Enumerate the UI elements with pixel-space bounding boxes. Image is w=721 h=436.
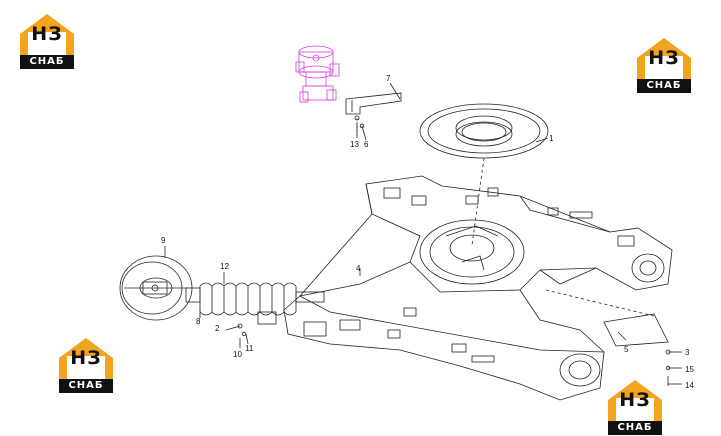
part-label-5[interactable]: 5 <box>624 345 629 354</box>
part-label-10[interactable]: 10 <box>233 350 242 359</box>
track-guard-part[interactable] <box>545 289 671 386</box>
part-label-8[interactable]: 8 <box>196 317 201 326</box>
logo-mark: НЗ <box>31 23 63 45</box>
swivel-joint-part[interactable] <box>295 45 340 103</box>
logo-caption: СНАБ <box>608 421 662 435</box>
logo-mark: НЗ <box>619 389 651 411</box>
logo-caption: СНАБ <box>20 55 74 69</box>
slewing-ring-part[interactable] <box>419 103 549 159</box>
part-label-13[interactable]: 13 <box>350 140 359 149</box>
part-label-6[interactable]: 6 <box>364 140 369 149</box>
part-label-4[interactable]: 4 <box>356 264 361 273</box>
logo-mark: НЗ <box>70 347 102 369</box>
logo-house-icon <box>20 14 74 56</box>
part-label-15[interactable]: 15 <box>685 365 694 374</box>
part-label-1[interactable]: 1 <box>549 134 554 143</box>
logo-house-icon <box>59 338 113 380</box>
track-frame-part[interactable] <box>283 175 673 401</box>
recoil-spring-part[interactable] <box>185 282 297 337</box>
part-label-2[interactable]: 2 <box>215 324 220 333</box>
part-label-7[interactable]: 7 <box>386 74 391 83</box>
leader-lines <box>164 82 682 385</box>
brand-logo-top-left: НЗ СНАБ <box>16 12 78 70</box>
part-number-labels: 1 2 3 4 5 6 7 8 9 10 11 12 13 14 15 <box>161 74 694 390</box>
bracket-part[interactable] <box>345 92 402 135</box>
part-label-14[interactable]: 14 <box>685 381 694 390</box>
part-label-11[interactable]: 11 <box>245 344 254 353</box>
logo-mark: НЗ <box>648 47 680 69</box>
brand-logo-bottom-right: НЗ СНАБ <box>604 378 666 436</box>
part-label-3[interactable]: 3 <box>685 348 690 357</box>
part-label-9[interactable]: 9 <box>161 236 166 245</box>
logo-house-icon <box>608 380 662 422</box>
logo-house-icon <box>637 38 691 80</box>
brand-logo-top-right: НЗ СНАБ <box>633 36 695 94</box>
idler-wheel-part[interactable] <box>119 255 193 321</box>
logo-caption: СНАБ <box>59 379 113 393</box>
part-label-12[interactable]: 12 <box>220 262 229 271</box>
logo-caption: СНАБ <box>637 79 691 93</box>
brand-logo-bottom-left: НЗ СНАБ <box>55 336 117 394</box>
